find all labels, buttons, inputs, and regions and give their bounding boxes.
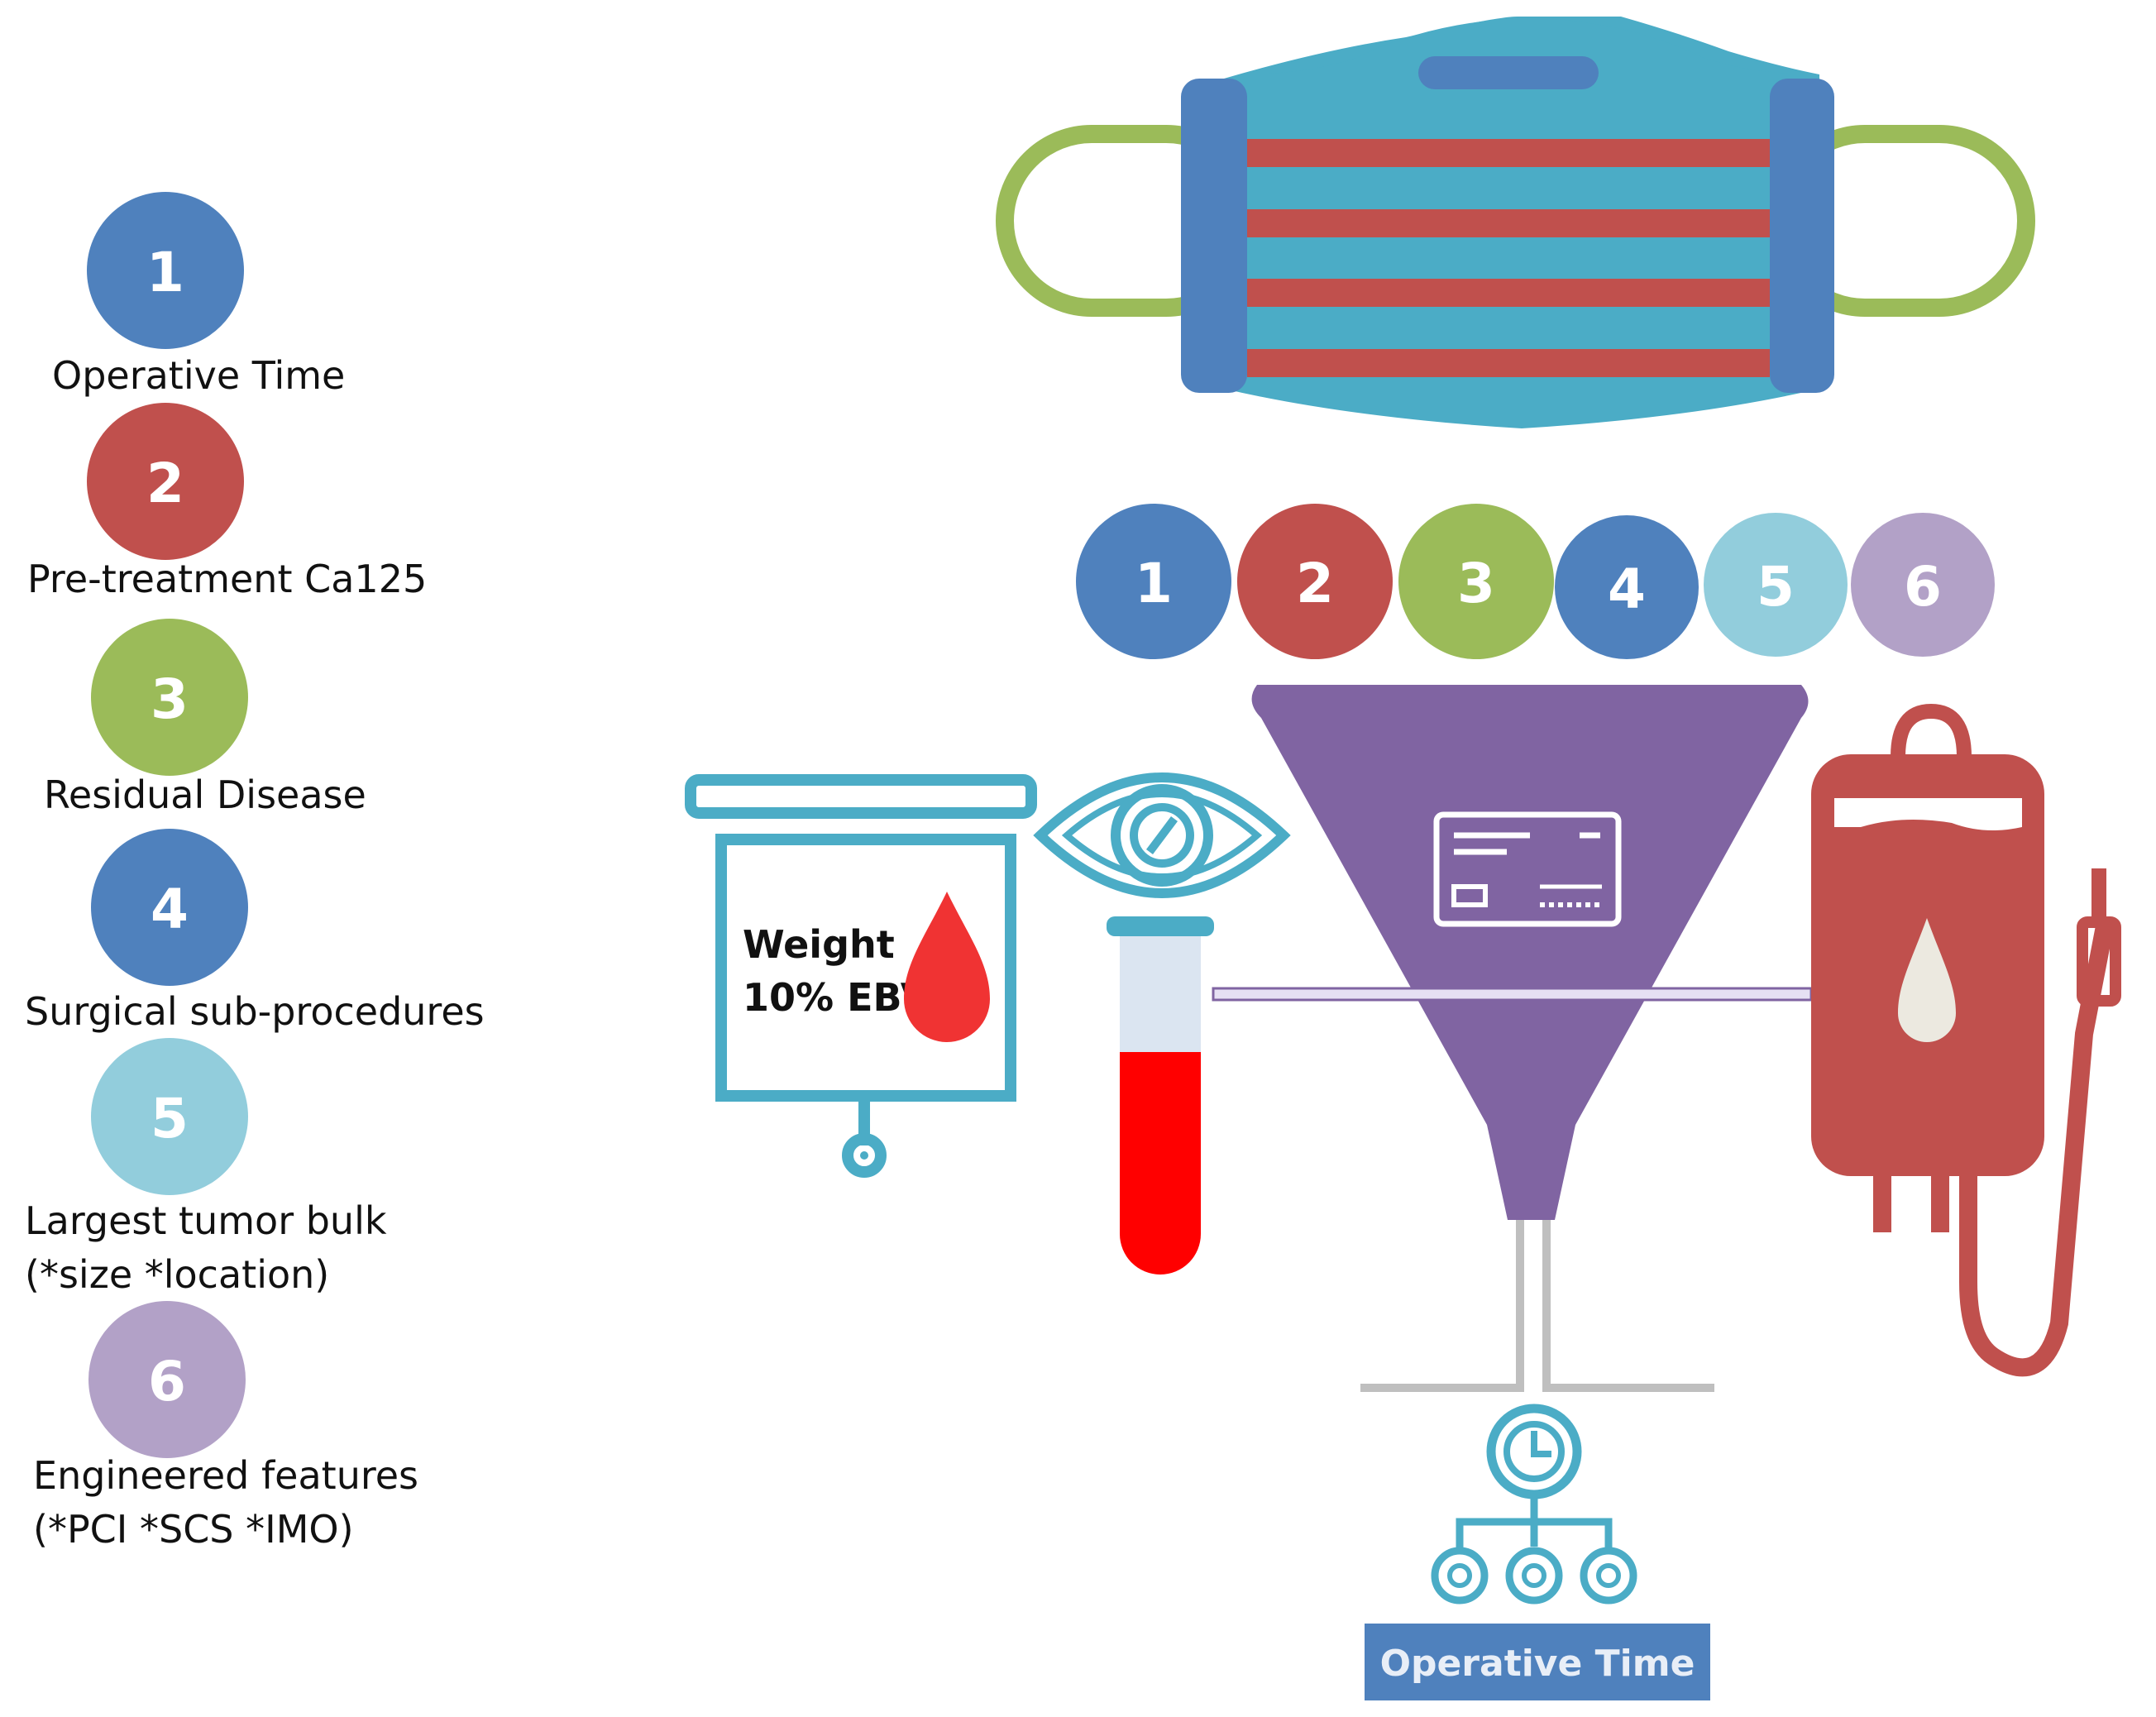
bag-window <box>1834 798 2022 830</box>
blood-drop-icon <box>904 892 990 1042</box>
mask-side-right <box>1770 79 1834 393</box>
board-weight-text: Weight <box>743 922 895 967</box>
output-box-bg <box>1365 1624 1710 1700</box>
legend-number-1: 1 <box>146 241 184 304</box>
legend-number-5: 5 <box>151 1087 189 1150</box>
bag-hook <box>1891 703 1972 758</box>
clock-hands <box>1531 1431 1551 1457</box>
board-stand-knob <box>842 1133 887 1178</box>
legend-number-4: 4 <box>151 878 189 941</box>
network-node-left-dot <box>1447 1563 1472 1588</box>
legend-circle-1 <box>87 192 244 349</box>
clock-network-icon <box>1431 1404 1637 1605</box>
output-label: Operative Time <box>1380 1643 1695 1685</box>
bag-tube <box>1959 924 2114 1377</box>
bag-drop <box>1898 918 1956 1042</box>
network-node-center <box>1505 1547 1563 1605</box>
legend: 1 Operative Time 2 Pre-treatment Ca125 3… <box>25 192 485 1552</box>
legend-circle-6 <box>88 1301 246 1458</box>
legend-number-2: 2 <box>146 452 184 515</box>
tube-blood <box>1120 1052 1201 1275</box>
eye-pupil <box>1130 803 1194 868</box>
bag-port-right <box>1931 1174 1949 1232</box>
input-number-4: 4 <box>1608 557 1646 621</box>
eye-icon <box>1033 772 1291 898</box>
input-circle-5 <box>1704 513 1848 657</box>
input-circle-3 <box>1398 504 1554 659</box>
blood-bag-icon <box>1811 703 2121 1377</box>
legend-circle-2 <box>87 403 244 560</box>
mask-stripe-4 <box>1247 349 1770 377</box>
funnel-body <box>1251 685 1809 1220</box>
test-tube-icon <box>1107 916 1214 1275</box>
input-circle-4 <box>1555 515 1699 659</box>
tube-glass <box>1120 936 1201 1052</box>
input-number-6: 6 <box>1904 555 1942 619</box>
board-ebv-text: 10% EBV <box>743 975 930 1020</box>
input-circle-2 <box>1237 504 1393 659</box>
legend-item-4: 4 Surgical sub-procedures <box>25 829 485 1034</box>
legend-circle-5 <box>91 1038 248 1195</box>
card-frame <box>1433 811 1622 927</box>
legend-sublabel-5: (*size *location) <box>25 1252 329 1297</box>
input-number-2: 2 <box>1296 552 1334 615</box>
legend-item-6: 6 Engineered features (*PCI *SCS *IMO) <box>33 1301 418 1552</box>
input-circle-1 <box>1076 504 1231 659</box>
legend-item-1: 1 Operative Time <box>52 192 345 398</box>
input-number-5: 5 <box>1757 555 1795 619</box>
presentation-board-icon: Weight 10% EBV <box>685 774 1037 1178</box>
clock-inner <box>1503 1421 1565 1482</box>
mask-stripe-2 <box>1247 209 1770 237</box>
board-stand-dot <box>860 1151 868 1160</box>
card-chip <box>1451 884 1488 907</box>
eye-pupil-slash <box>1146 816 1178 854</box>
legend-label-6: Engineered features <box>33 1453 418 1498</box>
legend-circle-3 <box>91 619 248 776</box>
input-circle-6 <box>1851 513 1995 657</box>
network-node-right-dot <box>1596 1563 1621 1588</box>
funnel-icon <box>1251 685 1809 1220</box>
board-top-bar <box>685 774 1037 819</box>
mask-stripe-3 <box>1247 279 1770 307</box>
input-number-3: 3 <box>1457 552 1495 615</box>
mask-nose-bar <box>1418 56 1599 89</box>
legend-number-3: 3 <box>151 667 189 731</box>
legend-label-2: Pre-treatment Ca125 <box>27 557 427 601</box>
eye-iris <box>1111 784 1213 887</box>
legend-label-1: Operative Time <box>52 353 345 398</box>
legend-sublabel-6: (*PCI *SCS *IMO) <box>33 1507 354 1552</box>
legend-label-5: Largest tumor bulk <box>25 1198 387 1243</box>
bag-port-left <box>1873 1174 1891 1232</box>
network-node-left <box>1431 1547 1489 1605</box>
legend-number-6: 6 <box>148 1350 186 1413</box>
eye-outer <box>1033 772 1291 898</box>
mask-side-left <box>1181 79 1247 393</box>
legend-label-4: Surgical sub-procedures <box>25 989 485 1034</box>
legend-label-3: Residual Disease <box>44 772 366 817</box>
legend-item-3: 3 Residual Disease <box>44 619 366 817</box>
input-number-1: 1 <box>1135 552 1173 615</box>
network-node-right <box>1580 1547 1637 1605</box>
legend-item-2: 2 Pre-treatment Ca125 <box>27 403 427 601</box>
network-branch <box>1456 1518 1613 1551</box>
legend-item-5: 5 Largest tumor bulk (*size *location) <box>25 1038 387 1297</box>
face-mask-icon <box>996 17 2035 428</box>
legend-circle-4 <box>91 829 248 986</box>
network-node-center-dot <box>1522 1563 1546 1588</box>
mask-stripe-1 <box>1247 139 1770 167</box>
funnel-inputs: 1 2 3 4 5 6 <box>1076 504 1995 659</box>
output-box: Operative Time <box>1365 1624 1710 1700</box>
connector-bar <box>1212 987 1813 1002</box>
id-card-icon <box>1433 811 1622 927</box>
tube-rim <box>1107 916 1214 936</box>
output-pipes <box>1360 1220 1714 1392</box>
